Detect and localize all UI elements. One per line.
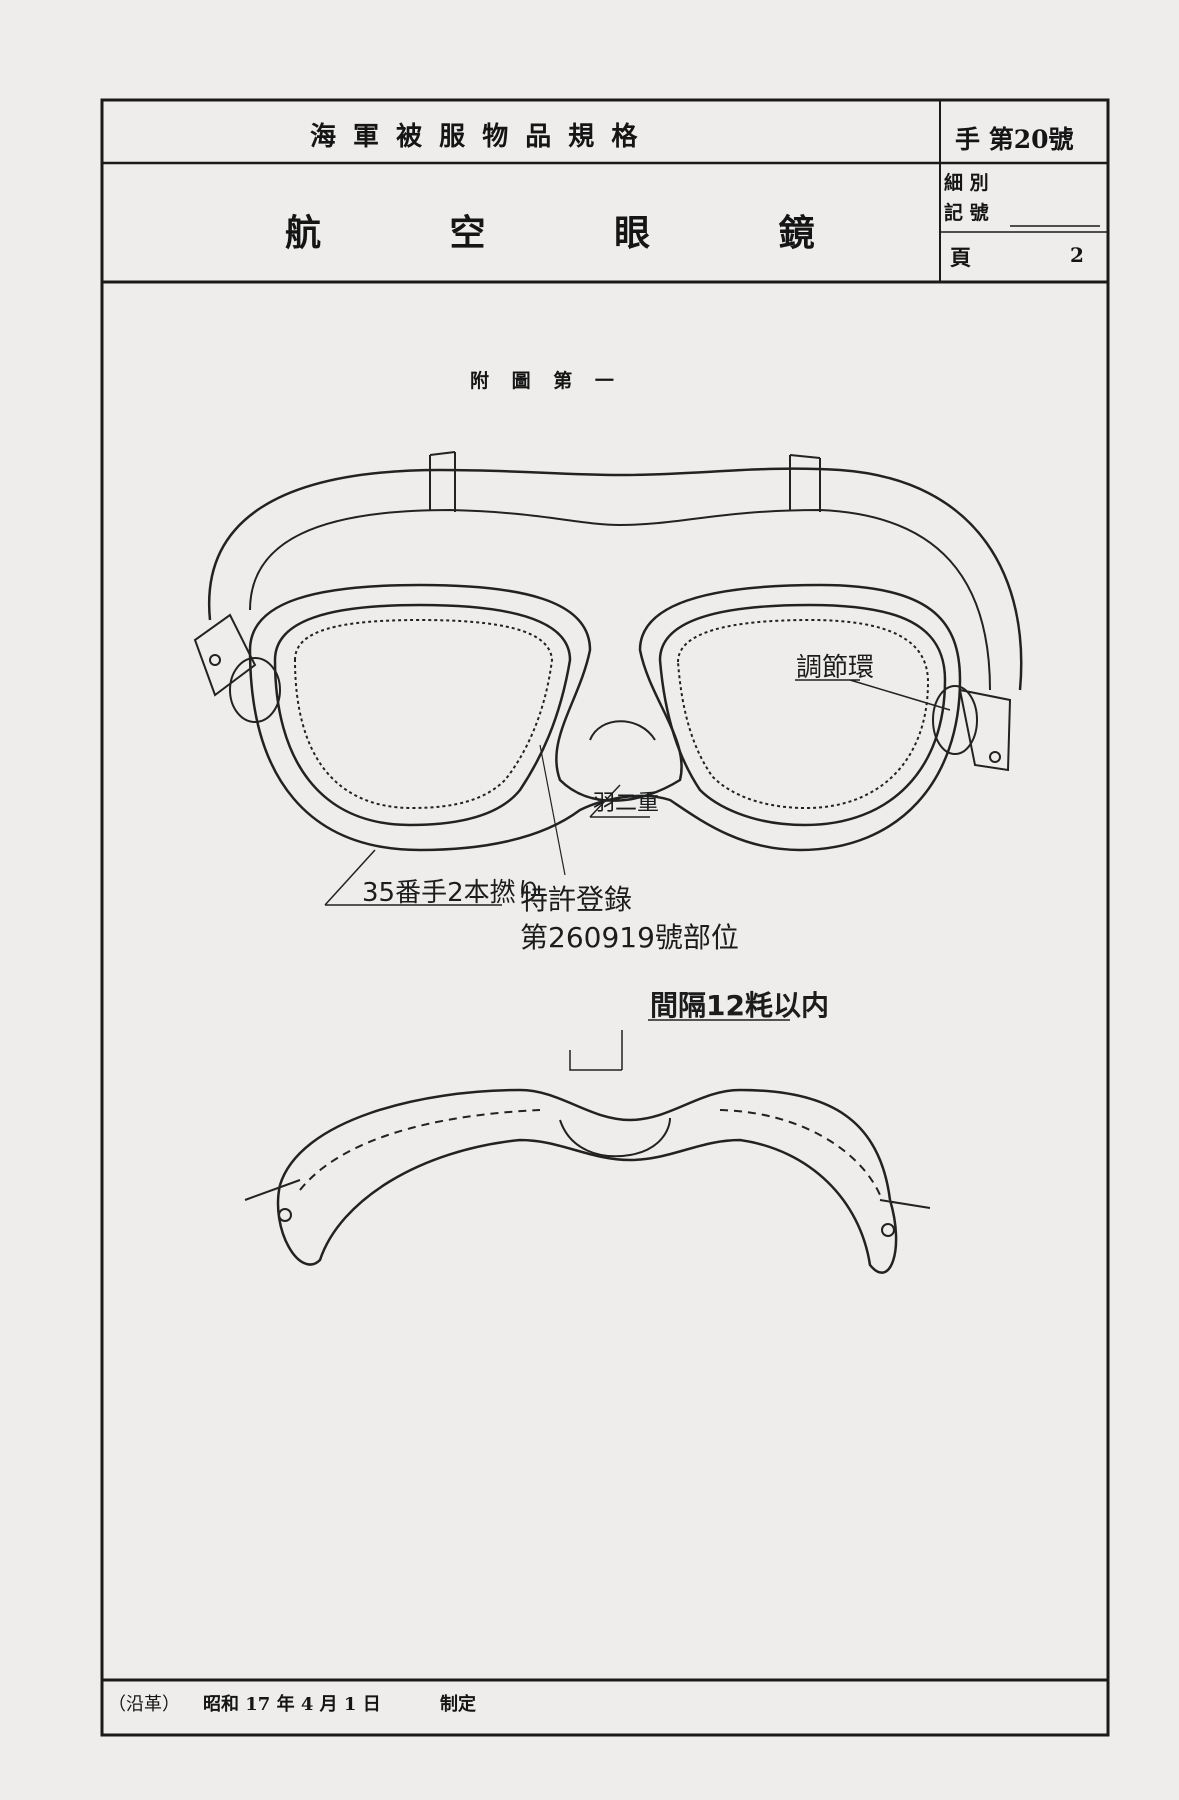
label-patent-1: 特許登錄 — [520, 883, 633, 916]
spec-number: 手 第20號 — [955, 125, 1074, 154]
standard-title: 海 軍 被 服 物 品 規 格 — [310, 122, 642, 152]
label-thread: 35番手2本撚り — [362, 878, 542, 908]
footer-status: 制定 — [440, 1694, 476, 1715]
label-habutae: 羽二重 — [593, 791, 660, 816]
footer-date: 昭和 17 年 4 月 1 日 — [203, 1694, 381, 1715]
subclass-label: 細 別 — [944, 172, 989, 194]
page-number: 2 — [1070, 243, 1084, 267]
page-label: 頁 — [950, 245, 971, 270]
outer-border — [100, 98, 1110, 1737]
label-patent-2: 第260919號部位 — [520, 921, 739, 954]
footer-note: （沿革） — [108, 1694, 180, 1715]
item-title: 航 空 眼 鏡 — [285, 212, 873, 254]
label-adjust-ring: 調節環 — [796, 653, 875, 683]
figure-caption: 附 圖 第 一 — [470, 370, 622, 392]
label-spacing: 間隔12粍以内 — [650, 989, 829, 1022]
goggles-drawing — [193, 451, 1023, 1274]
mark-label: 記 號 — [944, 202, 989, 224]
